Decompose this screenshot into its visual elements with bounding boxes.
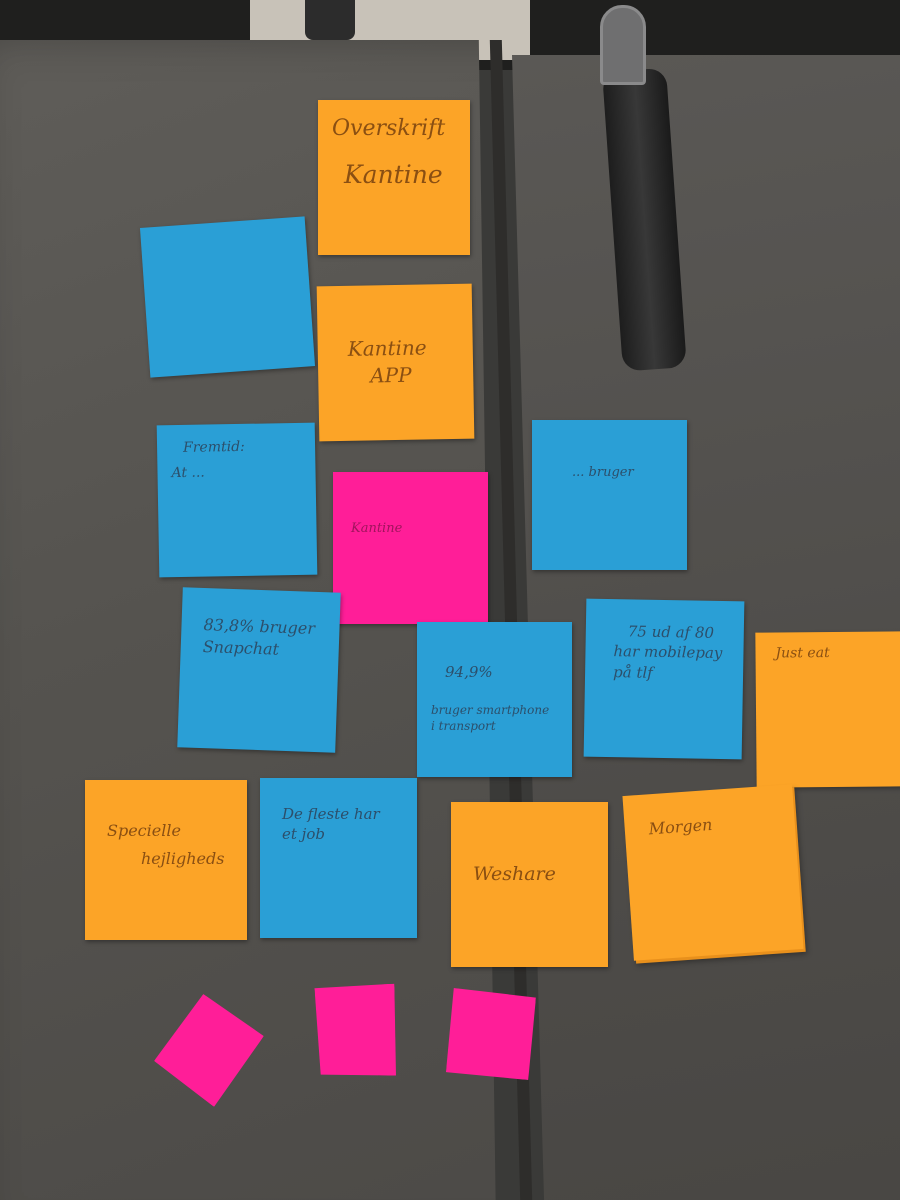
- note-blank-blue-1: [139, 216, 316, 378]
- note-line: APP: [370, 362, 412, 388]
- note-line: Specielle: [107, 821, 181, 840]
- note-line: bruger smartphone: [431, 703, 550, 718]
- note-line: har mobilepay: [613, 642, 723, 663]
- note-line: Weshare: [473, 863, 556, 885]
- note-line: Kantine: [347, 335, 427, 361]
- note-line: De fleste har: [282, 805, 380, 823]
- note-line: Morgen: [648, 814, 713, 839]
- note-brugere: ... bruger: [532, 420, 687, 570]
- note-smartphone: 94,9% bruger smartphone i transport: [417, 622, 572, 777]
- chair-post: [305, 0, 355, 40]
- pink-scrap-3: [446, 988, 536, 1080]
- note-just-eat: Just eat: [755, 631, 900, 788]
- note-fremtid: Fremtid: At ...: [156, 422, 318, 578]
- note-line: på tlf: [612, 662, 653, 682]
- note-specielle: Specielle hejligheds: [85, 780, 247, 940]
- note-mobilepay: 75 ud af 80 har mobilepay på tlf: [583, 598, 745, 760]
- pink-scrap-2: [314, 984, 397, 1079]
- note-line: 75 ud af 80: [627, 622, 715, 642]
- note-overskrift-kantine: Overskrift Kantine: [318, 100, 470, 255]
- note-kantine-app: Kantine APP: [316, 283, 475, 442]
- note-line: i transport: [431, 719, 496, 734]
- note-line: ... bruger: [572, 465, 634, 480]
- note-line: Fremtid:: [182, 438, 245, 456]
- note-kantine-pink: Kantine: [333, 472, 488, 624]
- note-weshare: Weshare: [451, 802, 608, 967]
- note-line: Overskrift: [332, 116, 446, 141]
- note-line: Just eat: [775, 645, 830, 662]
- note-line: Kantine: [351, 521, 403, 536]
- note-line: Snapchat: [202, 636, 280, 659]
- note-line: At ...: [171, 464, 205, 482]
- chair-handle-top: [600, 5, 646, 85]
- note-line: Kantine: [344, 159, 443, 189]
- note-line: 94,9%: [445, 663, 493, 681]
- note-morgen: Morgen: [622, 784, 804, 961]
- note-line: et job: [282, 825, 325, 844]
- note-line: hejligheds: [141, 848, 225, 868]
- note-snapchat: 83,8% bruger Snapchat: [177, 587, 341, 753]
- note-de-fleste: De fleste har et job: [260, 778, 417, 938]
